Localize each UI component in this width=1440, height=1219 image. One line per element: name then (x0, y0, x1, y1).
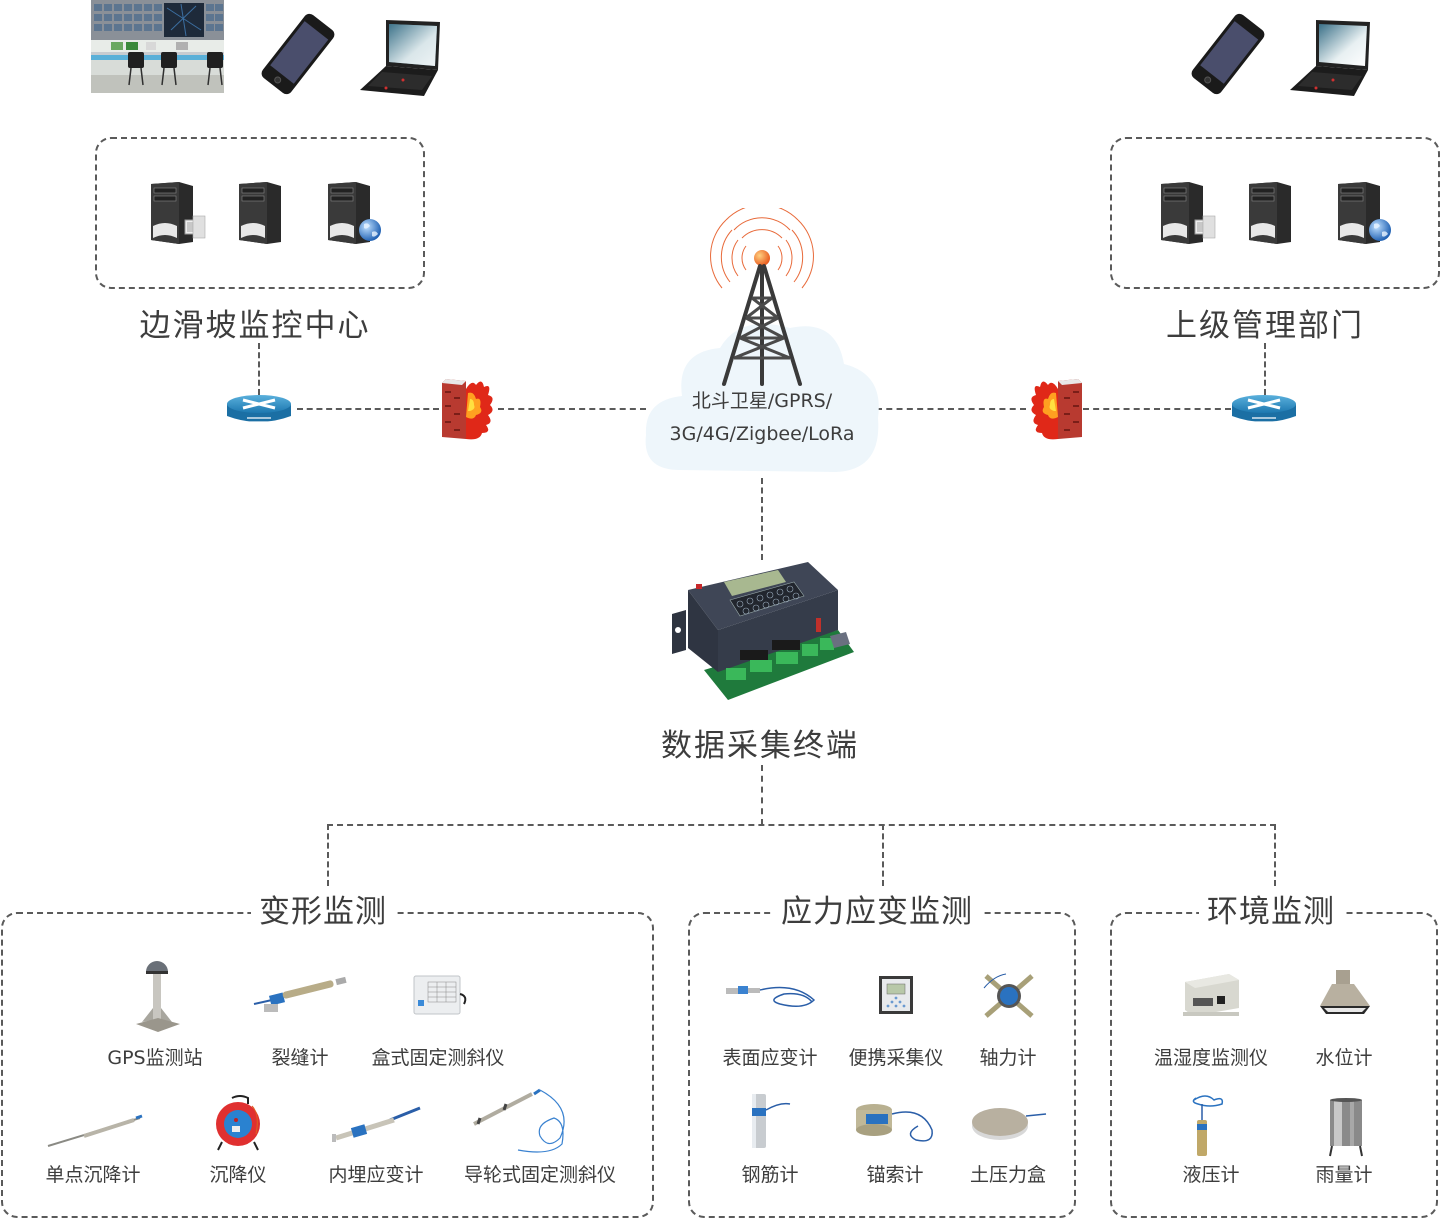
connector-line (761, 478, 763, 560)
device-label: 导轮式固定测斜仪 (463, 1164, 617, 1186)
device-label: 便携采集仪 (848, 1047, 944, 1069)
gps-station-image (130, 958, 184, 1034)
device-label: 单点沉降计 (45, 1164, 141, 1186)
device-label: 轴力计 (979, 1047, 1037, 1069)
connector-line (297, 408, 439, 410)
connector-line (761, 765, 763, 825)
anchor-cable-meter-image (852, 1100, 938, 1150)
device-label: 表面应变计 (722, 1047, 818, 1069)
axial-force-meter-image (980, 970, 1038, 1022)
device-label: 锚索计 (866, 1164, 924, 1186)
communication-protocols-line1: 北斗卫星/GPRS/ (691, 390, 833, 412)
signal-tower-icon (710, 208, 814, 388)
embedded-strain-gauge-image (330, 1104, 424, 1144)
monitoring-center-server-group (95, 137, 425, 289)
stress-strain-monitoring-title: 应力应变监测 (773, 892, 981, 932)
hydraulic-gauge-image (1184, 1094, 1234, 1158)
server-globe-icon (1336, 180, 1394, 244)
crack-meter-image (252, 974, 357, 1016)
earth-pressure-cell-image (970, 1104, 1050, 1144)
surface-strain-gauge-image (724, 978, 818, 1012)
firewall-icon (1026, 377, 1084, 441)
data-acquisition-terminal-image (668, 560, 860, 710)
server-globe-icon (326, 180, 384, 244)
device-label: GPS监测站 (107, 1047, 203, 1069)
portable-data-logger-image (877, 974, 915, 1016)
server-icon (1247, 180, 1293, 244)
single-point-settlement-gauge-image (44, 1110, 144, 1150)
monitoring-center-title: 边滑坡监控中心 (139, 308, 371, 344)
router-icon (225, 394, 293, 426)
data-terminal-title: 数据采集终端 (661, 728, 859, 764)
water-level-gauge-image (1318, 968, 1372, 1018)
device-label: 温湿度监测仪 (1153, 1047, 1269, 1069)
communication-cloud (640, 300, 885, 480)
device-label: 钢筋计 (741, 1164, 799, 1186)
connector-line (258, 343, 260, 395)
deformation-monitoring-title: 变形监测 (251, 892, 395, 932)
connector-line (498, 408, 646, 410)
temperature-humidity-monitor-image (1181, 970, 1241, 1020)
firewall-icon (440, 377, 498, 441)
device-label: 水位计 (1315, 1047, 1373, 1069)
connector-line (1264, 343, 1266, 395)
settlement-meter-image (212, 1094, 268, 1154)
device-label: 雨量计 (1315, 1164, 1373, 1186)
laptop-image (358, 16, 442, 98)
connector-line (882, 824, 884, 886)
box-inclinometer-image (410, 974, 470, 1018)
device-label: 沉降仪 (209, 1164, 267, 1186)
server-workstation-icon (1159, 180, 1217, 244)
rain-gauge-image (1326, 1096, 1366, 1158)
environment-monitoring-title: 环境监测 (1199, 892, 1343, 932)
connector-line (876, 408, 1026, 410)
guide-wheel-inclinometer-image (470, 1088, 574, 1156)
device-label: 土压力盒 (969, 1164, 1047, 1186)
control-room-image (91, 0, 224, 93)
device-label: 盒式固定测斜仪 (371, 1047, 505, 1069)
connector-line (327, 824, 329, 886)
management-dept-server-group (1110, 137, 1440, 289)
device-label: 裂缝计 (271, 1047, 329, 1069)
router-icon (1230, 394, 1298, 426)
connector-line (327, 824, 1276, 826)
device-label: 内埋应变计 (328, 1164, 424, 1186)
connector-line (1274, 824, 1276, 886)
communication-protocols-line2: 3G/4G/Zigbee/LoRa (669, 423, 855, 445)
rebar-meter-image (746, 1090, 794, 1150)
smartphone-image (1188, 12, 1268, 96)
management-dept-title: 上级管理部门 (1166, 308, 1364, 344)
device-label: 液压计 (1182, 1164, 1240, 1186)
server-icon (237, 180, 283, 244)
smartphone-image (258, 12, 338, 96)
connector-line (1083, 408, 1231, 410)
server-workstation-icon (149, 180, 207, 244)
laptop-image (1288, 16, 1372, 98)
